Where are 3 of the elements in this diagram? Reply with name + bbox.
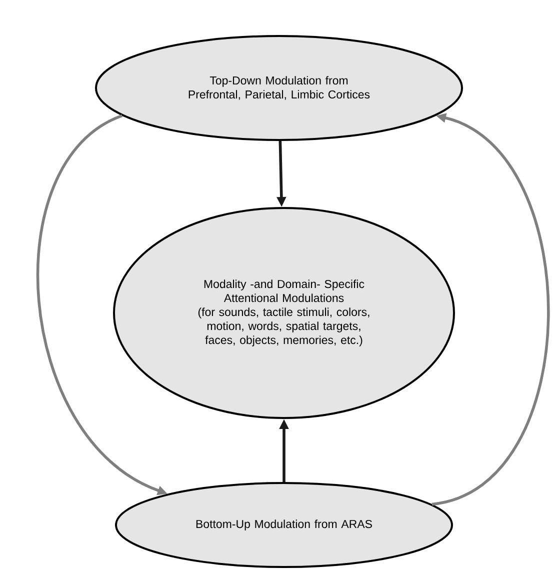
ellipse-node: Top-Down Modulation from Prefrontal, Parietal, Limbic Cortices [95, 35, 463, 141]
ellipse-node: Modality -and Domain- Specific Attentional Modulations (for sounds, tactile stimuli, colors, motion, words, spatial targets, faces, objects, memories, etc.) [113, 207, 455, 419]
ellipse-node: Bottom-Up Modulation from ARAS [115, 482, 453, 568]
